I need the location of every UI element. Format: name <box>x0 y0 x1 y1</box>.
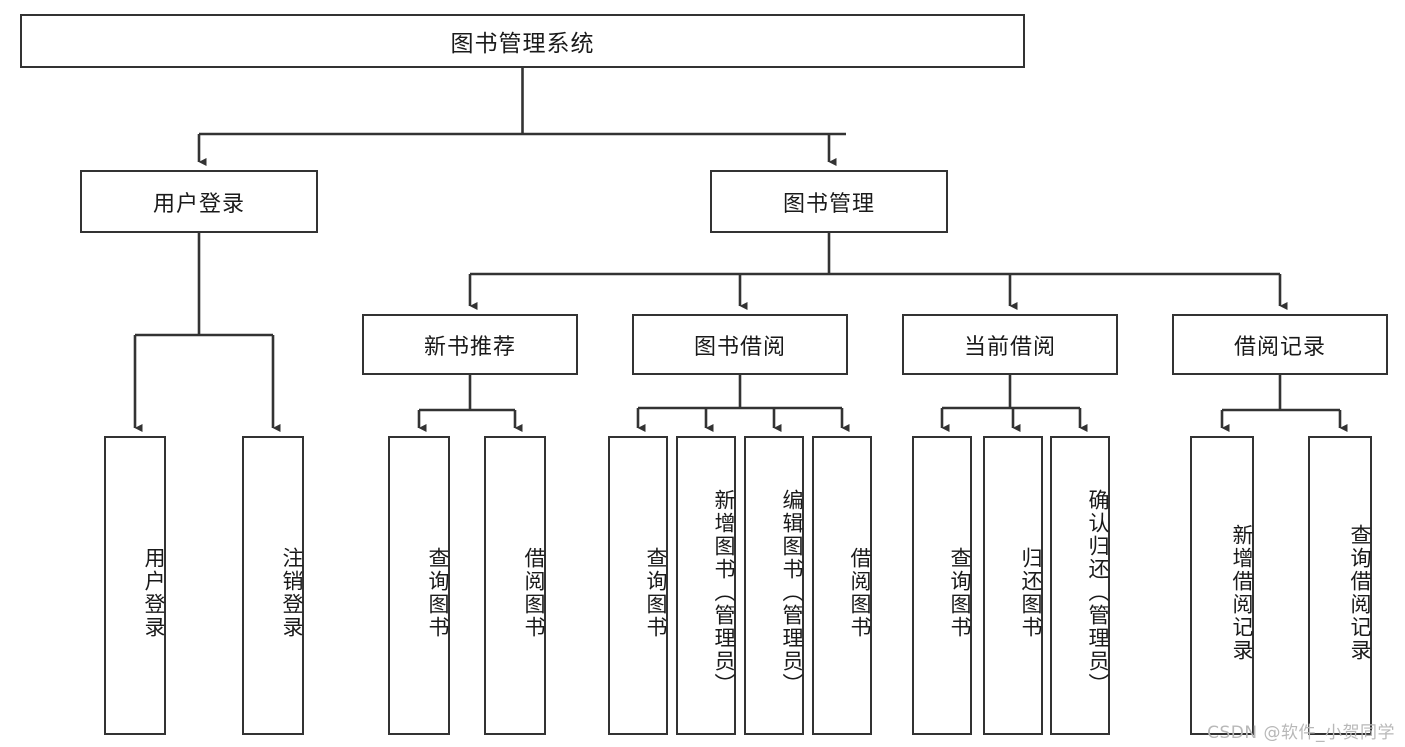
leaf-label: 注销登录 <box>280 546 304 639</box>
leaf-label: 查询图书 <box>426 546 450 639</box>
leaf-label: 查询图书 <box>644 546 668 639</box>
node-leaf-query-books-borrow[interactable]: 查询图书 <box>608 436 668 735</box>
node-book-borrow[interactable]: 图书借阅 <box>632 314 848 375</box>
node-book-management[interactable]: 图书管理 <box>710 170 948 233</box>
node-root-system[interactable]: 图书管理系统 <box>20 14 1025 68</box>
node-user-login[interactable]: 用户登录 <box>80 170 318 233</box>
node-leaf-add-book-admin[interactable]: 新增图书（管理员） <box>676 436 736 735</box>
leaf-label: 查询图书 <box>948 546 972 639</box>
leaf-label: 借阅图书 <box>848 546 872 639</box>
node-new-book-recommend[interactable]: 新书推荐 <box>362 314 578 375</box>
node-leaf-user-login[interactable]: 用户登录 <box>104 436 166 735</box>
leaf-label: 新增图书（管理员） <box>712 489 736 696</box>
node-leaf-query-books-new[interactable]: 查询图书 <box>388 436 450 735</box>
node-leaf-borrow-book[interactable]: 借阅图书 <box>812 436 872 735</box>
node-leaf-add-borrow-record[interactable]: 新增借阅记录 <box>1190 436 1254 735</box>
leaf-label: 新增借阅记录 <box>1230 523 1254 662</box>
node-leaf-query-borrow-record[interactable]: 查询借阅记录 <box>1308 436 1372 735</box>
leaf-label: 借阅图书 <box>522 546 546 639</box>
csdn-watermark: CSDN @软件_小贺同学 <box>1207 723 1395 743</box>
node-leaf-edit-book-admin[interactable]: 编辑图书（管理员） <box>744 436 804 735</box>
leaf-label: 确认归还（管理员） <box>1086 489 1110 696</box>
node-borrow-records[interactable]: 借阅记录 <box>1172 314 1388 375</box>
leaf-label: 编辑图书（管理员） <box>780 489 804 696</box>
leaf-label: 查询借阅记录 <box>1348 523 1372 662</box>
node-leaf-confirm-return-admin[interactable]: 确认归还（管理员） <box>1050 436 1110 735</box>
node-current-borrow[interactable]: 当前借阅 <box>902 314 1118 375</box>
node-leaf-query-books-current[interactable]: 查询图书 <box>912 436 972 735</box>
node-leaf-return-book[interactable]: 归还图书 <box>983 436 1043 735</box>
leaf-label: 用户登录 <box>142 546 166 639</box>
node-leaf-logout[interactable]: 注销登录 <box>242 436 304 735</box>
leaf-label: 归还图书 <box>1019 546 1043 639</box>
node-leaf-borrow-books-new[interactable]: 借阅图书 <box>484 436 546 735</box>
